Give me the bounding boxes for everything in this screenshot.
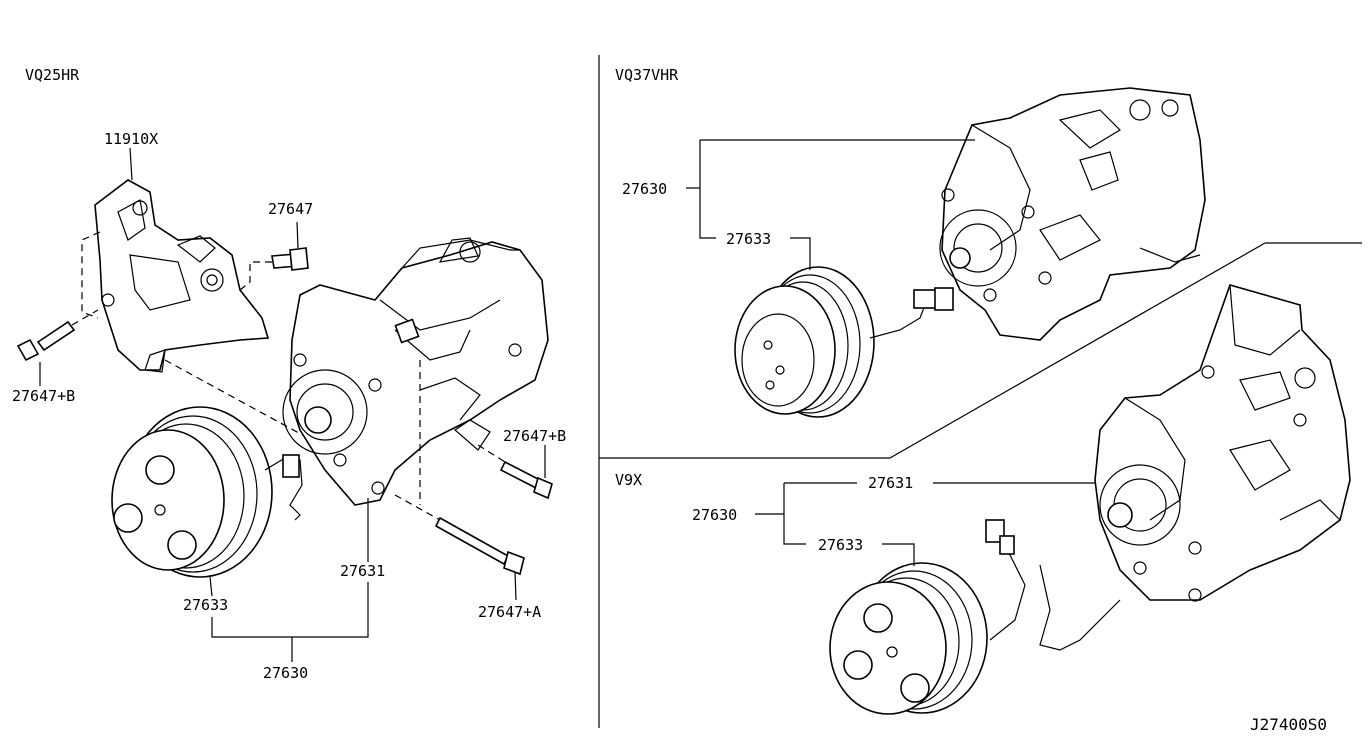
bolt-left-dashed bbox=[71, 309, 99, 326]
clutch-v9x-drawing bbox=[829, 519, 1121, 715]
figure-code: J27400S0 bbox=[1250, 715, 1327, 734]
bolt-27647-a-drawing bbox=[434, 516, 525, 576]
leader-27647-a bbox=[514, 571, 517, 601]
leader-27647-top bbox=[296, 221, 299, 249]
bolt-27647-dashed bbox=[239, 261, 272, 291]
bracket-27630-left bbox=[211, 582, 369, 638]
leader-27633-left bbox=[209, 576, 213, 597]
bracket-27630-top bbox=[699, 140, 716, 239]
section-title-vq25hr: VQ25HR bbox=[25, 66, 80, 84]
leader-11910x bbox=[129, 147, 133, 181]
section-title-vq37vhr: VQ37VHR bbox=[615, 66, 679, 84]
label-27631-right: 27631 bbox=[868, 474, 913, 492]
label-27647-b-left: 27647+B bbox=[12, 387, 75, 405]
compressor-vq37vhr-drawing bbox=[939, 87, 1206, 341]
label-27647-a: 27647+A bbox=[478, 603, 541, 621]
leader-27633-top bbox=[790, 237, 811, 270]
clutch-27633-vq25hr-drawing bbox=[111, 406, 303, 578]
leader-27633-right bbox=[882, 543, 915, 566]
diagonal-divider bbox=[889, 242, 1266, 459]
compressor-27631-vq25hr-drawing bbox=[282, 237, 549, 506]
bracket-11910x-drawing bbox=[94, 179, 270, 373]
section-title-v9x: V9X bbox=[615, 471, 642, 489]
label-11910x: 11910X bbox=[104, 130, 158, 148]
label-27631-left: 27631 bbox=[340, 562, 385, 580]
compressor-bolt-a-dashed bbox=[394, 494, 441, 521]
label-27630-left: 27630 bbox=[263, 664, 308, 682]
bracket-dashed-guide bbox=[81, 231, 101, 319]
label-27647-b-right: 27647+B bbox=[503, 427, 566, 445]
label-27633-left: 27633 bbox=[183, 596, 228, 614]
compressor-bolt-b-dashed bbox=[477, 444, 506, 463]
compressor-v9x-drawing bbox=[1094, 284, 1351, 602]
bolt-27647-b-right-drawing bbox=[499, 460, 553, 500]
label-27630-right: 27630 bbox=[692, 506, 737, 524]
label-27630-top: 27630 bbox=[622, 180, 667, 198]
label-27647-top: 27647 bbox=[268, 200, 313, 218]
bolt-27647-drawing bbox=[271, 247, 309, 271]
bolt-27647-b-left-drawing bbox=[16, 320, 76, 362]
label-27633-top: 27633 bbox=[726, 230, 771, 248]
clutch-vq37vhr-drawing bbox=[734, 266, 954, 418]
bracket-27630-right bbox=[783, 483, 806, 545]
label-27633-right: 27633 bbox=[818, 536, 863, 554]
